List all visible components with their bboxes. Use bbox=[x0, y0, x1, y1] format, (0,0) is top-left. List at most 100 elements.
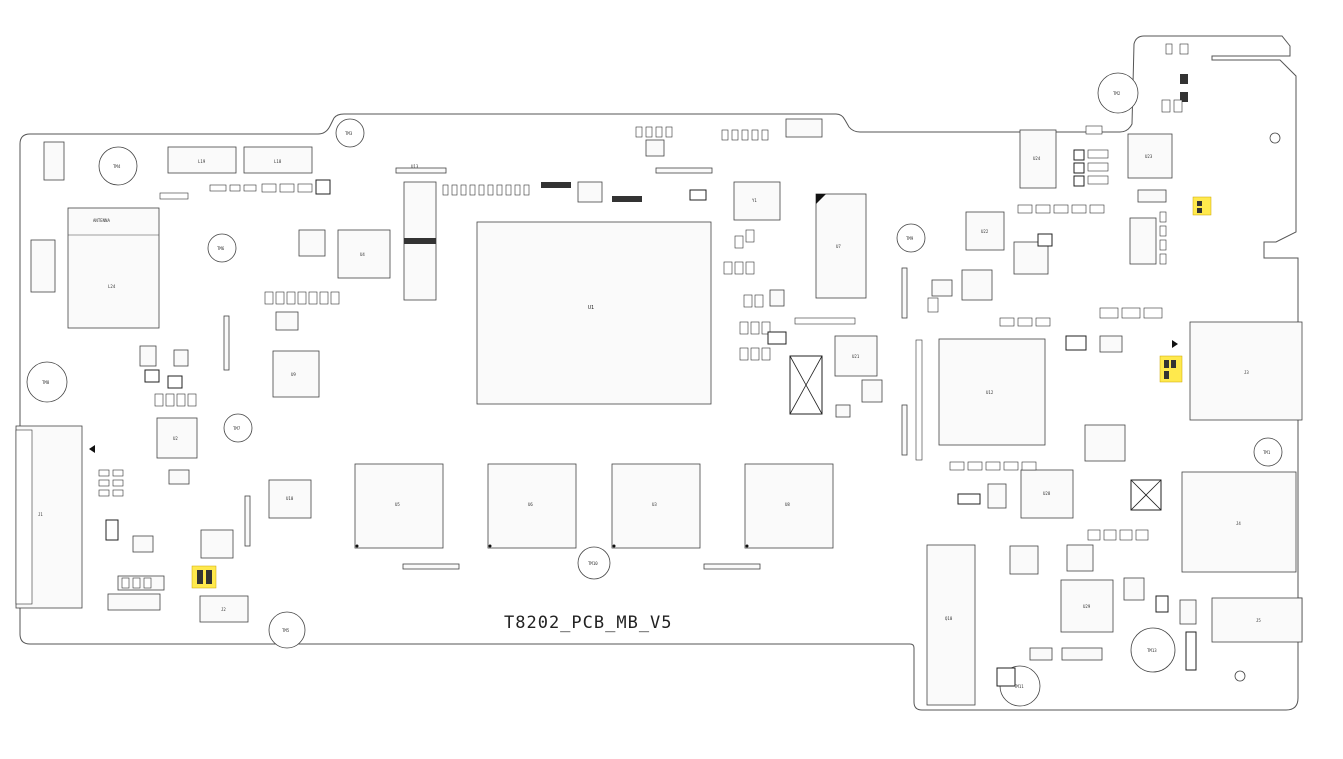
connector-bottom-strip-2 bbox=[703, 563, 761, 570]
label-u7: U7 bbox=[836, 244, 841, 249]
mount-hole-right-bottom bbox=[1234, 670, 1246, 682]
label-tm10: TM10 bbox=[588, 561, 598, 566]
chip-u15 bbox=[200, 529, 234, 559]
passives-right bbox=[915, 43, 1197, 687]
pad-row-top bbox=[442, 181, 707, 203]
chip-u25 bbox=[1129, 217, 1157, 265]
label-u1: U1 bbox=[588, 305, 594, 311]
chip-u9 bbox=[272, 350, 320, 398]
label-u9: U9 bbox=[291, 372, 296, 377]
passives-center-right bbox=[723, 229, 883, 418]
label-u13: U13 bbox=[411, 164, 419, 169]
label-tm2: TM2 bbox=[1113, 91, 1121, 96]
inductor-l18 bbox=[243, 146, 313, 174]
test-point-tm10 bbox=[577, 546, 611, 580]
board-title: T8202_PCB_MB_V5 bbox=[504, 613, 673, 633]
memory-u8 bbox=[744, 463, 834, 549]
label-tm9: TM9 bbox=[906, 236, 914, 241]
pin1-marker-left bbox=[89, 445, 95, 453]
antenna-module bbox=[67, 207, 160, 329]
memory-u6 bbox=[487, 463, 577, 549]
label-u12: U12 bbox=[986, 390, 994, 395]
chip-j2 bbox=[199, 595, 249, 623]
chip-u10 bbox=[268, 479, 312, 519]
parts-top-center bbox=[635, 118, 823, 157]
label-j3: J3 bbox=[1244, 370, 1249, 375]
label-tm1: TM1 bbox=[1263, 450, 1271, 455]
test-point-tm9 bbox=[896, 223, 926, 253]
label-tm5: TM5 bbox=[282, 628, 290, 633]
highlight-left-bottom bbox=[191, 565, 217, 589]
connector-vertical-left-2 bbox=[244, 495, 251, 547]
label-j4: J4 bbox=[1236, 521, 1241, 526]
test-point-tm2 bbox=[1097, 72, 1139, 114]
cpu-u1 bbox=[476, 221, 712, 405]
chip-u7 bbox=[815, 193, 867, 299]
chip-u33 bbox=[1009, 545, 1039, 575]
test-point-tm13 bbox=[1130, 627, 1176, 673]
connector-top-strip-2 bbox=[655, 167, 713, 174]
chip-y1 bbox=[733, 181, 781, 221]
highlight-right-top bbox=[1192, 196, 1212, 216]
chip-u2 bbox=[156, 417, 198, 459]
chip-u16 bbox=[298, 229, 326, 257]
test-point-tm4 bbox=[98, 146, 138, 186]
memory-u3 bbox=[611, 463, 701, 549]
label-u5: U5 bbox=[395, 502, 400, 507]
chip-u31 bbox=[1084, 424, 1126, 462]
label-u8: U8 bbox=[785, 502, 790, 507]
connector-j5 bbox=[1211, 597, 1303, 643]
chip-u35 bbox=[1066, 544, 1094, 572]
connector-vertical-right-2 bbox=[901, 404, 908, 456]
chip-u26 bbox=[961, 269, 993, 301]
label-u6: U6 bbox=[528, 502, 533, 507]
test-point-tm6 bbox=[207, 233, 237, 263]
pin1-marker-right bbox=[1172, 340, 1178, 348]
highlight-right-middle bbox=[1159, 355, 1183, 383]
label-l19: L19 bbox=[198, 159, 206, 164]
label-j2: J2 bbox=[221, 607, 226, 612]
label-u10: U10 bbox=[286, 496, 294, 501]
memory-u5 bbox=[354, 463, 444, 549]
chip-u21 bbox=[834, 335, 878, 377]
label-tm7: TM7 bbox=[233, 426, 241, 431]
soc-u12 bbox=[938, 338, 1046, 446]
label-u22: U22 bbox=[981, 229, 989, 234]
chip-u24 bbox=[1019, 129, 1057, 189]
label-j5: J5 bbox=[1256, 618, 1261, 623]
label-u29: U29 bbox=[1083, 604, 1091, 609]
label-tm3: TM3 bbox=[345, 131, 353, 136]
connector-bottom-right-area bbox=[926, 544, 976, 706]
test-point-tm5 bbox=[268, 611, 306, 649]
chip-u28 bbox=[1020, 469, 1074, 519]
label-l24: L24 bbox=[108, 284, 116, 289]
chip-u22 bbox=[965, 211, 1005, 251]
label-tm8: TM8 bbox=[42, 380, 50, 385]
test-point-tm7 bbox=[223, 413, 253, 443]
connector-vertical-left bbox=[223, 315, 230, 371]
label-u4: U4 bbox=[360, 252, 365, 257]
label-u28: U28 bbox=[1043, 491, 1051, 496]
label-tm6: TM6 bbox=[217, 246, 225, 251]
chip-u27 bbox=[1013, 241, 1049, 275]
label-u24: U24 bbox=[1033, 156, 1041, 161]
test-point-tm3 bbox=[335, 118, 365, 148]
label-u23: U23 bbox=[1145, 154, 1153, 159]
small-part-left-1 bbox=[43, 141, 65, 181]
label-j1: J1 bbox=[38, 512, 43, 517]
connector-vertical-right bbox=[901, 267, 908, 319]
chip-u4 bbox=[337, 229, 391, 279]
label-tm11: TM11 bbox=[1014, 684, 1024, 689]
test-point-tm8 bbox=[26, 361, 68, 403]
passives-left bbox=[98, 179, 340, 611]
connector-bottom-strip-1 bbox=[402, 563, 460, 570]
label-u2: U2 bbox=[173, 436, 178, 441]
label-l18: L18 bbox=[274, 159, 282, 164]
chip-u23 bbox=[1127, 133, 1173, 179]
chip-u29 bbox=[1060, 579, 1114, 633]
label-u21: U21 bbox=[852, 354, 860, 359]
mount-hole-right-top bbox=[1269, 132, 1281, 144]
label-tm4: TM4 bbox=[113, 164, 121, 169]
connector-j3 bbox=[1189, 321, 1303, 421]
